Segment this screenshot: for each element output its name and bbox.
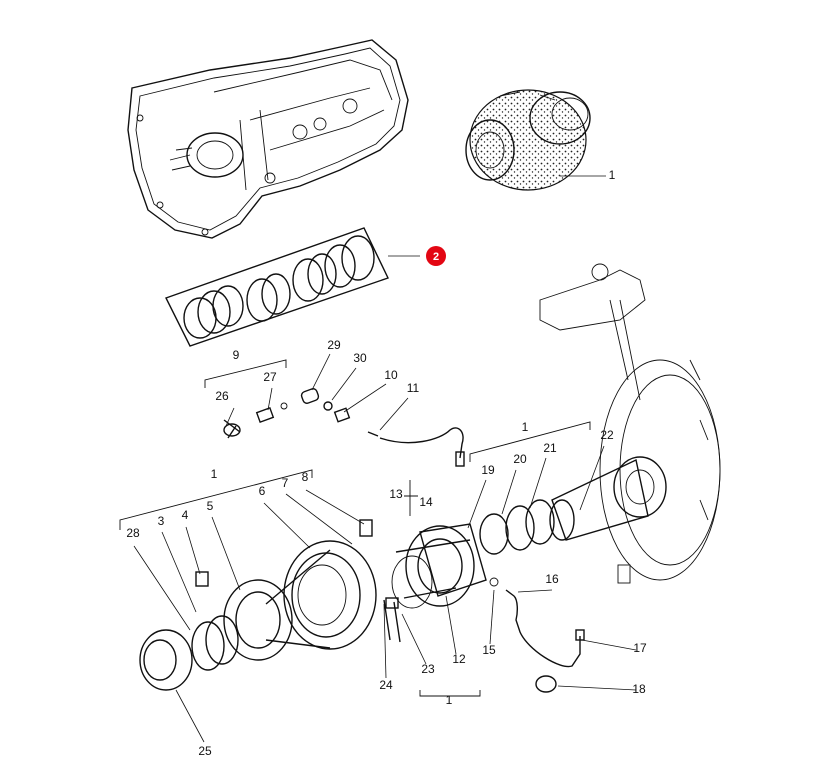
seal-ring-kit <box>165 227 389 347</box>
tractor-axle <box>539 263 721 584</box>
callout-c-12: 12 <box>452 652 466 666</box>
callout-c-19: 19 <box>481 463 495 477</box>
callout-c-14: 14 <box>419 495 433 509</box>
highlight-callout-2[interactable]: 2 <box>426 246 446 266</box>
callout-c-30: 30 <box>353 351 367 365</box>
callout-c-11: 11 <box>407 381 420 395</box>
highlight-callout-text: 2 <box>433 251 439 263</box>
callout-c-10: 10 <box>384 368 398 382</box>
gearbox-housing <box>127 39 409 239</box>
callout-c-9: 9 <box>233 348 240 362</box>
callout-c-16: 16 <box>545 572 559 586</box>
callout-c-4: 4 <box>182 508 189 522</box>
group-braces <box>119 359 591 697</box>
callout-c-7: 7 <box>282 476 289 490</box>
clutch-pack-assembly <box>465 89 591 191</box>
tube-shaft <box>549 456 667 541</box>
callout-c-24: 24 <box>379 678 393 692</box>
callout-c-1c: 1 <box>211 467 218 481</box>
callout-c-21: 21 <box>543 441 557 455</box>
callout-c-3: 3 <box>158 514 165 528</box>
callout-c-23: 23 <box>421 662 435 676</box>
left-rings <box>139 519 373 691</box>
hydraulic-fittings <box>223 388 465 467</box>
highlight-badge <box>426 246 446 266</box>
piston-rings-right <box>479 499 555 555</box>
leader-lines <box>133 175 637 743</box>
callout-c-27: 27 <box>263 370 277 384</box>
central-housing <box>383 523 487 643</box>
callout-c-18: 18 <box>632 682 646 696</box>
callout-c-6: 6 <box>259 484 266 498</box>
callout-c-15: 15 <box>482 643 496 657</box>
callout-c-1b: 1 <box>522 420 529 434</box>
callout-c-1a: 1 <box>609 168 616 182</box>
callout-c-5: 5 <box>207 499 214 513</box>
callout-c-28: 28 <box>126 526 140 540</box>
callout-c-1d: 1 <box>446 693 453 707</box>
callout-c-25: 25 <box>198 744 212 758</box>
clutch-drum <box>223 540 377 661</box>
callout-c-13: 13 <box>389 487 403 501</box>
pipe-assembly <box>489 577 585 693</box>
callout-c-17: 17 <box>633 641 647 655</box>
callout-c-8: 8 <box>302 470 309 484</box>
callout-c-20: 20 <box>513 452 527 466</box>
callout-c-29: 29 <box>327 338 341 352</box>
callout-c-22: 22 <box>600 428 614 442</box>
callout-c-26: 26 <box>215 389 229 403</box>
